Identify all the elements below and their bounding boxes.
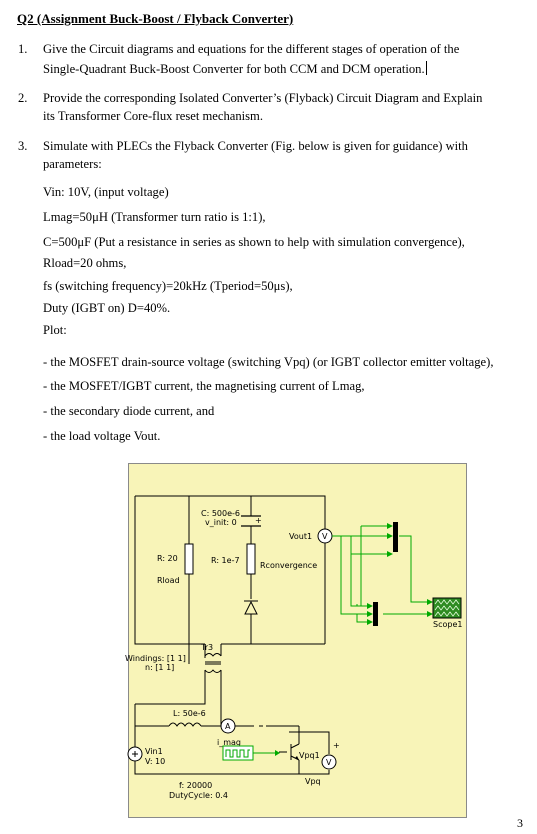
rconv-value-label: R: 1e-7 — [211, 556, 240, 565]
vout-meter-symbol: V — [322, 532, 328, 541]
item-number: 1. — [18, 42, 28, 56]
rload-value-label: R: 20 — [157, 554, 178, 563]
param-line: C=500μF (Put a resistance in series as s… — [43, 235, 465, 249]
cap-plus-sign: + — [255, 516, 262, 525]
item-text-fragment: Single-Quadrant Buck-Boost Converter for… — [43, 62, 425, 76]
capacitor-icon — [241, 515, 261, 527]
plot-item: - the load voltage Vout. — [43, 429, 161, 443]
mux-bar-icon — [373, 602, 378, 626]
item-text-line: Single-Quadrant Buck-Boost Converter for… — [43, 61, 427, 77]
flyback-circuit-figure: + C: 500e-6 v_init: 0 R: 1e-7 Rconvergen… — [125, 463, 467, 818]
secondary-wire — [134, 496, 205, 645]
ammeter-symbol: A — [225, 722, 231, 731]
param-line: Duty (IGBT on) D=40%. — [43, 301, 171, 315]
text-cursor — [425, 61, 427, 75]
rload-name-label: Rload — [157, 576, 180, 585]
signal-arrows — [367, 523, 433, 625]
pulse-duty-label: DutyCycle: 0.4 — [169, 791, 228, 800]
mux-bar-icon — [393, 522, 398, 552]
turns-ratio-label: n: [1 1] — [145, 663, 174, 672]
windings-label: Windings: [1 1] — [125, 654, 186, 663]
scope-waveform — [434, 599, 460, 617]
circuit-schematic: + C: 500e-6 v_init: 0 R: 1e-7 Rconvergen… — [125, 495, 462, 800]
pulse-freq-label: f: 20000 — [179, 781, 212, 790]
param-line: fs (switching frequency)=20kHz (Tperiod=… — [43, 279, 293, 293]
resistor-load-icon — [184, 543, 194, 575]
plot-item: - the secondary diode current, and — [43, 404, 215, 418]
imag-name-label: i_mag — [217, 738, 241, 747]
vpq-name-label: Vpq — [305, 777, 321, 786]
signal-wires — [332, 525, 429, 623]
cap-value-label: C: 500e-6 — [201, 509, 240, 518]
inductor-icon — [168, 722, 202, 727]
param-line: Rload=20 ohms, — [43, 256, 127, 270]
vin-value-label: V: 10 — [145, 757, 165, 766]
item-text-line: its Transformer Core-flux reset mechanis… — [43, 109, 263, 123]
item-text-line: Give the Circuit diagrams and equations … — [43, 42, 460, 56]
diode-icon — [244, 600, 258, 615]
question-title: Q2 (Assignment Buck-Boost / Flyback Conv… — [17, 11, 294, 26]
plot-item: - the MOSFET drain-source voltage (switc… — [43, 355, 494, 369]
transformer-icon — [204, 653, 222, 674]
scope-name-label: Scope1 — [433, 620, 462, 629]
page-number: 3 — [517, 816, 523, 830]
param-line: Lmag=50μH (Transformer turn ratio is 1:1… — [43, 210, 266, 224]
vpq-plus-sign: + — [333, 741, 340, 750]
plot-item: - the MOSFET/IGBT current, the magnetisi… — [43, 379, 365, 393]
vpq-meter-symbol: V — [326, 758, 332, 767]
item-text-line: parameters: — [43, 157, 102, 171]
item-number: 2. — [18, 91, 28, 105]
vout-name-label: Vout1 — [289, 532, 312, 541]
item-text-line: Provide the corresponding Isolated Conve… — [43, 91, 483, 105]
item-text-line: Simulate with PLECs the Flyback Converte… — [43, 139, 468, 153]
transformer-name-label: Tr3 — [200, 643, 213, 652]
rconv-name-label: Rconvergence — [260, 561, 317, 570]
igbt-vpq-label: Vpq1 — [299, 751, 320, 760]
param-line: Plot: — [43, 323, 67, 337]
igbt-icon — [279, 743, 300, 761]
param-line: Vin: 10V, (input voltage) — [43, 185, 169, 199]
cap-init-label: v_init: 0 — [205, 518, 237, 527]
vin-name-label: Vin1 — [145, 747, 163, 756]
secondary-wire — [135, 495, 326, 644]
item-number: 3. — [18, 139, 28, 153]
inductor-value-label: L: 50e-6 — [173, 709, 206, 718]
voltmeter-vpq-icon — [321, 754, 337, 770]
resistor-convergence-icon — [246, 543, 256, 575]
